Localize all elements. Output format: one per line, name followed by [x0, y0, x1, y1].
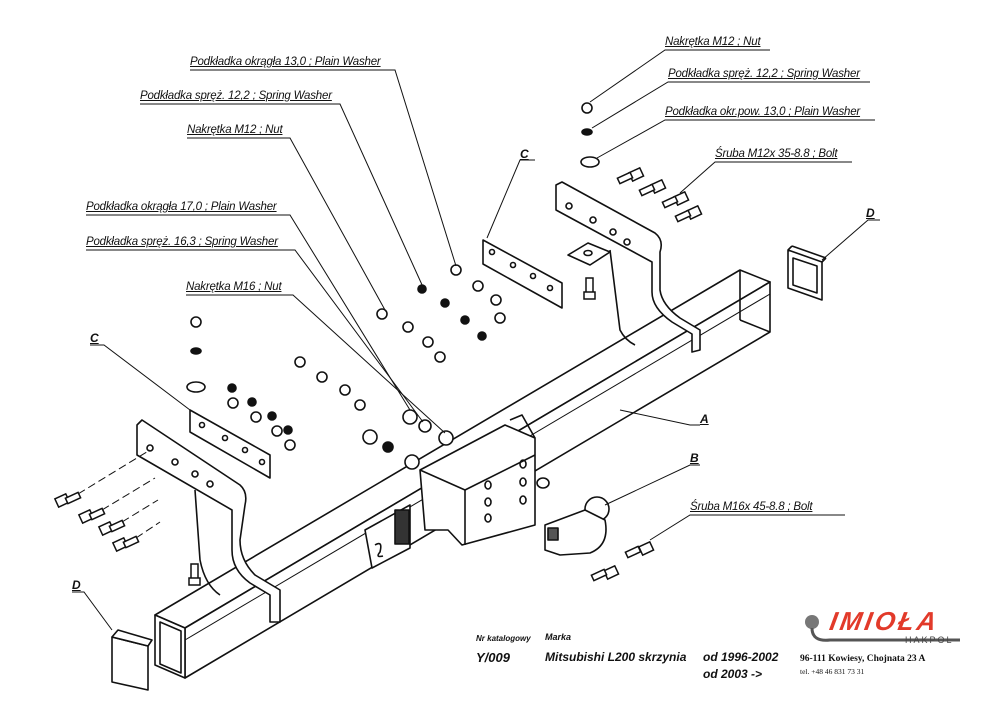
- part-letter-b: B: [690, 451, 699, 465]
- center-mount: [419, 414, 550, 546]
- assembly-lines: [77, 449, 161, 539]
- label-bolt-m16: Śruba M16x 45-8.8 ; Bolt: [690, 501, 813, 513]
- bolts: [53, 166, 703, 586]
- ball-hitch-b: [544, 496, 610, 556]
- logo-brand: IMIOŁA: [827, 606, 942, 636]
- label-spring-washer-12-right: Podkładka spręż. 12,2 ; Spring Washer: [668, 68, 860, 80]
- label-spring-washer-16: Podkładka spręż. 16,3 ; Spring Washer: [86, 236, 278, 248]
- part-letter-c-left: C: [90, 331, 99, 345]
- part-letter-d-right: D: [866, 206, 875, 220]
- company-phone: tel. +48 46 831 73 31: [800, 667, 865, 676]
- label-plain-washer-13: Podkładka okrągła 13,0 ; Plain Washer: [190, 56, 381, 68]
- right-bracket: [555, 181, 701, 353]
- company-address: 96-111 Kowiesy, Chojnata 23 A: [800, 654, 926, 664]
- label-spring-washer-12-left: Podkładka spręż. 12,2 ; Spring Washer: [140, 90, 332, 102]
- end-cap-d-right: [787, 245, 827, 301]
- plate-c-left: [189, 409, 271, 479]
- catalog-number-label: Nr katalogowy: [476, 634, 531, 643]
- part-letter-c-top: C: [520, 147, 529, 161]
- catalog-number-value: Y/009: [476, 650, 510, 665]
- label-plain-washer-17: Podkładka okrągła 17,0 ; Plain Washer: [86, 201, 277, 213]
- brand-value: Mitsubishi L200 skrzynia: [545, 650, 687, 664]
- fasteners: [186, 102, 600, 470]
- part-letter-a: A: [700, 412, 709, 426]
- label-plain-washer-okr-pow: Podkładka okr.pow. 13,0 ; Plain Washer: [665, 106, 861, 118]
- years-range-1: od 1996-2002: [703, 650, 779, 664]
- label-nut-m16: Nakrętka M16 ; Nut: [186, 281, 282, 293]
- left-bracket: [136, 419, 281, 623]
- years-range-2: od 2003 ->: [703, 667, 763, 681]
- label-bolt-m12: Śruba M12x 35-8.8 ; Bolt: [715, 148, 838, 160]
- socket-plate: [364, 504, 411, 569]
- plate-c-right: [482, 239, 563, 309]
- logo-subtitle: HAKPOL: [905, 635, 954, 645]
- part-letter-d-left: D: [72, 578, 81, 592]
- brand-label: Marka: [545, 632, 572, 642]
- leader-lines: [72, 49, 880, 631]
- end-cap-d-left: [111, 629, 153, 691]
- label-nut-m12-left: Nakrętka M12 ; Nut: [187, 124, 283, 136]
- logo-mark: [805, 615, 960, 642]
- label-nut-m12-right: Nakrętka M12 ; Nut: [665, 36, 761, 48]
